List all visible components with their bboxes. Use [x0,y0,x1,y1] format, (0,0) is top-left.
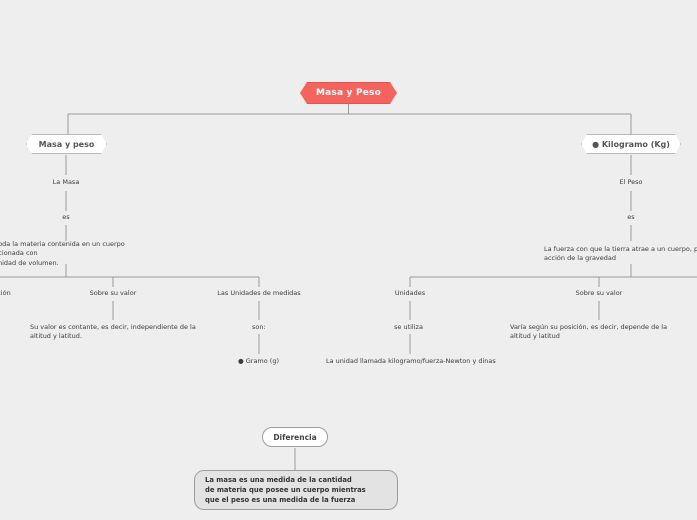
root-node-label: Masa y Peso [315,88,382,98]
peso-unidades-text: Unidades [394,289,426,298]
connector-son-text: son: [252,323,266,332]
la-masa-text: La Masa [52,178,80,187]
label-su-ubicacion: Su ubicación [0,287,20,301]
branch-left-label: Masa y peso [38,139,95,149]
el-peso-text: El Peso [619,178,643,187]
gramo-text: ● Gramo (g) [238,357,280,366]
se-utiliza-text: se utiliza [394,323,423,332]
connector-se-utiliza: se utiliza [394,321,464,335]
root-node-masa-y-peso[interactable]: Masa y Peso [300,82,397,104]
node-diferencia[interactable]: Diferencia [262,427,328,447]
su-ubicacion-text: Su ubicación [0,289,11,298]
connector-right-es-text: es [627,213,635,222]
label-peso-unidades: Unidades [380,287,440,301]
label-peso-sobre-su-valor: Sobre su valor [564,287,634,301]
masa-definition-text: Es toda la materia contenida en un cuerp… [0,239,125,267]
connector-right-es: es [611,211,651,225]
diferencia-label: Diferencia [273,432,317,442]
label-peso-varia-posicion: Varía según su posición, es decir, depen… [510,321,690,343]
peso-definition-text: La fuerza con que la tierra atrae a un c… [544,244,697,262]
node-diferencia-descripcion[interactable]: La masa es una medida de la cantidad de … [194,470,398,510]
peso-unidad-newton-text: La unidad llamada kilogramo/fuerza-Newto… [326,357,496,366]
label-la-masa: La Masa [36,176,96,190]
connector-left-es: es [46,211,86,225]
label-el-peso: El Peso [601,176,661,190]
connector-son: son: [252,321,312,335]
diferencia-descripcion-text: La masa es una medida de la cantidad de … [205,475,366,505]
branch-node-masa-y-peso[interactable]: Masa y peso [26,134,107,154]
label-gramo: ● Gramo (g) [238,355,318,369]
label-peso-unidad-newton: La unidad llamada kilogramo/fuerza-Newto… [326,355,526,369]
masa-sobre-su-valor-text: Sobre su valor [89,289,137,298]
connector-left-es-text: es [62,213,70,222]
peso-varia-posicion-text: Varía según su posición, es decir, depen… [510,322,668,340]
label-peso-definition: La fuerza con que la tierra atrae a un c… [544,243,697,265]
label-unidades-de-medidas: Las Unidades de medidas [206,287,312,301]
label-masa-sobre-su-valor: Sobre su valor [78,287,148,301]
branch-node-kilogramo[interactable]: ● Kilogramo (Kg) [581,134,681,154]
unidades-de-medidas-text: Las Unidades de medidas [217,289,301,298]
label-masa-definition: Es toda la materia contenida en un cuerp… [0,239,161,267]
label-masa-valor-constante: Su valor es contante, es decir, independ… [30,321,210,343]
branch-right-label: ● Kilogramo (Kg) [592,139,670,149]
peso-sobre-su-valor-text: Sobre su valor [575,289,623,298]
masa-valor-constante-text: Su valor es contante, es decir, independ… [30,322,196,340]
